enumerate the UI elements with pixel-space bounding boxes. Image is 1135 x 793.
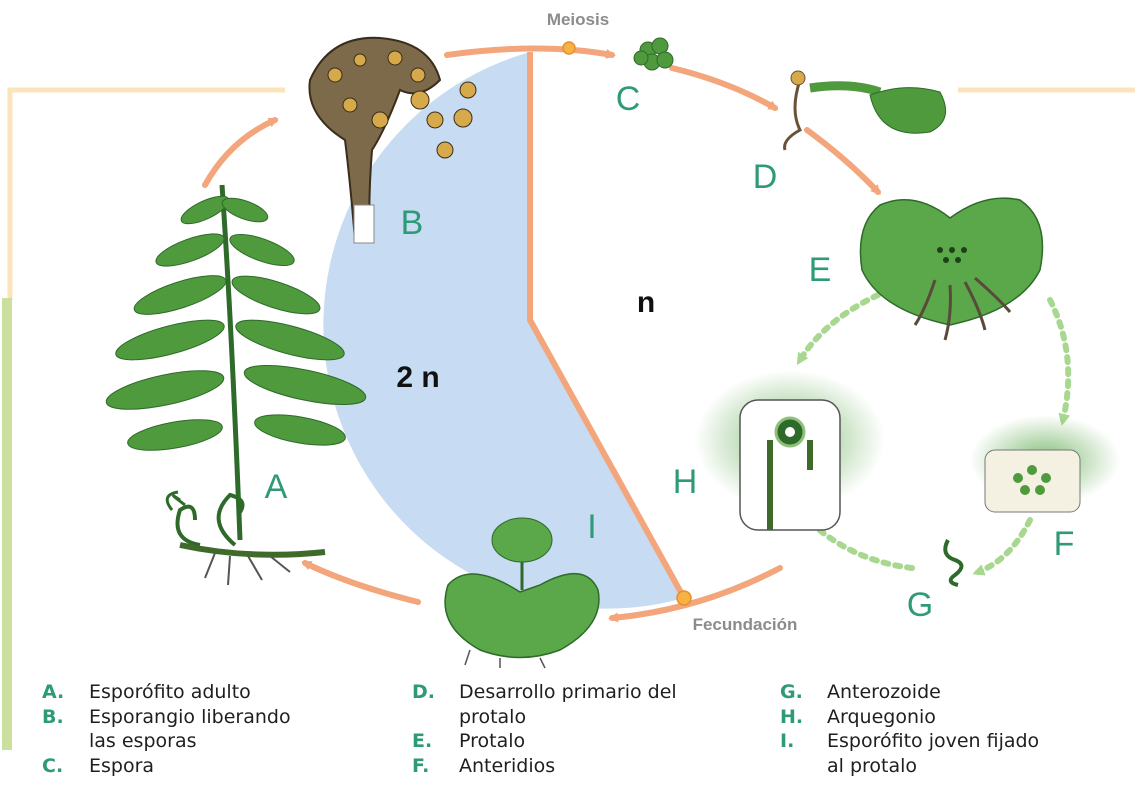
legend-item-d-cont: protalo bbox=[412, 705, 677, 730]
legend-text: las esporas bbox=[89, 729, 197, 754]
diploid-phase-label: 2 n bbox=[396, 361, 439, 394]
legend-text: Esporófito adulto bbox=[89, 680, 251, 705]
legend-text: Anterozoide bbox=[827, 680, 941, 705]
legend-text: Espora bbox=[89, 754, 154, 779]
stage-letter-e: E bbox=[809, 251, 832, 289]
arrow-e-to-f bbox=[1050, 300, 1068, 420]
meiosis-point bbox=[563, 42, 575, 54]
legend-item-g: G.Anterozoide bbox=[780, 680, 1039, 705]
fertilization-point bbox=[677, 591, 691, 605]
legend-item-e: E.Protalo bbox=[412, 729, 677, 754]
stage-letter-g: G bbox=[907, 586, 933, 624]
legend-text: al protalo bbox=[827, 754, 917, 779]
legend-item-i-cont: al protalo bbox=[780, 754, 1039, 779]
legend-column-1: A.Esporófito adulto B.Esporangio liberan… bbox=[42, 680, 291, 778]
adult-sporophyte-illustration bbox=[103, 185, 369, 585]
haploid-phase-label: n bbox=[637, 286, 655, 319]
prothallus-illustration bbox=[860, 198, 1042, 340]
antherozoid-illustration bbox=[945, 540, 961, 585]
stage-letter-b: B bbox=[401, 204, 424, 242]
legend-item-d: D.Desarrollo primario del bbox=[412, 680, 677, 705]
stage-letter-c: C bbox=[616, 80, 641, 118]
legend-key: F. bbox=[412, 754, 459, 779]
archegonium-illustration bbox=[695, 370, 885, 530]
legend-text: Esporangio liberando bbox=[89, 705, 291, 730]
legend-text: protalo bbox=[459, 705, 526, 730]
legend-item-f: F.Anteridios bbox=[412, 754, 677, 779]
legend-text: Arquegonio bbox=[827, 705, 936, 730]
stage-letter-d: D bbox=[753, 158, 778, 196]
legend-key: E. bbox=[412, 729, 459, 754]
stage-letter-f: F bbox=[1054, 525, 1075, 563]
legend-item-b: B.Esporangio liberando bbox=[42, 705, 291, 730]
legend-column-3: G.Anterozoide H.Arquegonio I.Esporófito … bbox=[780, 680, 1039, 778]
prothallus-development-illustration bbox=[785, 71, 946, 150]
legend-item-b-cont: las esporas bbox=[42, 729, 291, 754]
arrow-d-to-e bbox=[807, 130, 878, 192]
legend-key: B. bbox=[42, 705, 89, 730]
legend-text: Desarrollo primario del bbox=[459, 680, 677, 705]
stage-letter-i: I bbox=[587, 508, 596, 546]
legend-item-a: A.Esporófito adulto bbox=[42, 680, 291, 705]
stage-letter-a: A bbox=[265, 468, 288, 506]
legend-key: C. bbox=[42, 754, 89, 779]
stage-letter-h: H bbox=[673, 463, 698, 501]
legend-key: D. bbox=[412, 680, 459, 705]
fertilization-label: Fecundación bbox=[693, 615, 798, 634]
legend-column-2: D.Desarrollo primario del protalo E.Prot… bbox=[412, 680, 677, 778]
legend-text: Anteridios bbox=[459, 754, 555, 779]
arrow-f-to-g bbox=[978, 520, 1030, 572]
legend-key: A. bbox=[42, 680, 89, 705]
arrow-e-to-h bbox=[800, 295, 878, 360]
meiosis-label: Meiosis bbox=[547, 10, 609, 29]
legend-item-h: H.Arquegonio bbox=[780, 705, 1039, 730]
arrow-a-to-b bbox=[205, 120, 275, 185]
legend-item-i: I.Esporófito joven fijado bbox=[780, 729, 1039, 754]
legend-text: Protalo bbox=[459, 729, 525, 754]
legend-key: H. bbox=[780, 705, 827, 730]
legend-key: I. bbox=[780, 729, 827, 754]
arrow-i-to-a bbox=[305, 563, 418, 602]
legend-key: G. bbox=[780, 680, 827, 705]
spore-illustration bbox=[634, 38, 673, 70]
antheridia-illustration bbox=[970, 415, 1120, 512]
arrow-c-to-d bbox=[672, 68, 775, 108]
legend-text: Esporófito joven fijado bbox=[827, 729, 1039, 754]
legend-item-c: C.Espora bbox=[42, 754, 291, 779]
